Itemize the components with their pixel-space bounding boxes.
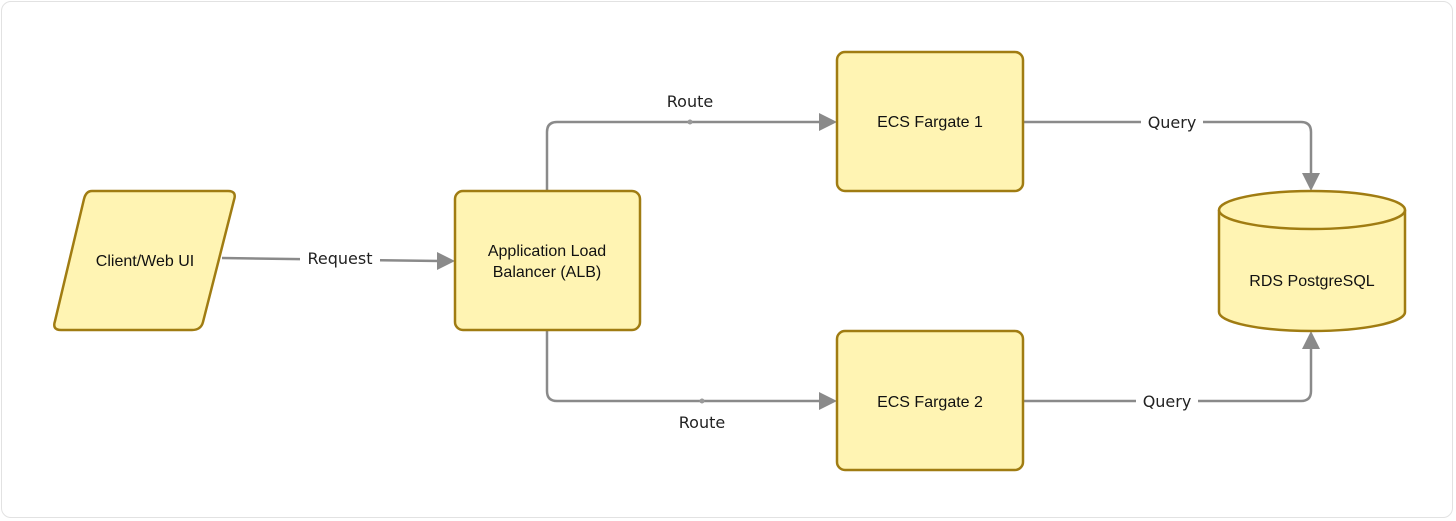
ecs1-box — [835, 50, 1025, 193]
rds-cylinder-body — [1217, 210, 1407, 333]
route-top-arrowhead — [819, 113, 837, 131]
node-client-web-ui[interactable]: Client/Web UI — [53, 189, 236, 332]
ecs2-box — [835, 329, 1025, 472]
rds-cylinder-top — [1217, 189, 1407, 231]
query-bottom-arrowhead — [1302, 331, 1320, 349]
edge-route-top: Route — [545, 92, 837, 190]
request-label-bg — [300, 247, 380, 269]
route-bottom-label: Route — [679, 413, 725, 432]
alb-label-line2: Balancer (ALB) — [493, 264, 602, 281]
query-bottom-label-bg — [1136, 390, 1198, 412]
route-bottom-waypoint — [699, 398, 705, 404]
query-top-label: Query — [1148, 113, 1197, 132]
edge-query-bottom: Query — [1023, 331, 1320, 412]
client-parallelogram-shape — [53, 189, 236, 332]
ecs2-label: ECS Fargate 2 — [877, 394, 983, 411]
route-top-label: Route — [667, 92, 713, 111]
edge-query-top: Query — [1023, 111, 1320, 191]
alb-label-line1: Application Load — [488, 243, 606, 260]
request-arrowhead — [437, 252, 455, 270]
query-top-label-bg — [1141, 111, 1203, 133]
alb-box — [453, 189, 642, 332]
rds-label: RDS PostgreSQL — [1249, 273, 1374, 290]
edge-request: Request — [221, 247, 455, 270]
node-ecs-fargate-2[interactable]: ECS Fargate 2 — [835, 329, 1025, 472]
node-alb[interactable]: Application Load Balancer (ALB) — [453, 189, 642, 332]
ecs1-label: ECS Fargate 1 — [877, 114, 983, 131]
route-top-waypoint — [687, 119, 693, 125]
request-label: Request — [308, 249, 373, 268]
route-bottom-arrowhead — [819, 392, 837, 410]
client-label: Client/Web UI — [96, 253, 194, 270]
edge-route-bottom: Route — [545, 331, 837, 432]
query-bottom-label: Query — [1143, 392, 1192, 411]
route-bottom-connector — [545, 331, 822, 403]
query-bottom-connector — [1023, 346, 1313, 403]
query-top-connector — [1023, 120, 1313, 176]
route-top-connector — [545, 120, 822, 190]
node-rds-postgresql[interactable]: RDS PostgreSQL — [1217, 189, 1407, 333]
query-top-arrowhead — [1302, 173, 1320, 191]
node-ecs-fargate-1[interactable]: ECS Fargate 1 — [835, 50, 1025, 193]
